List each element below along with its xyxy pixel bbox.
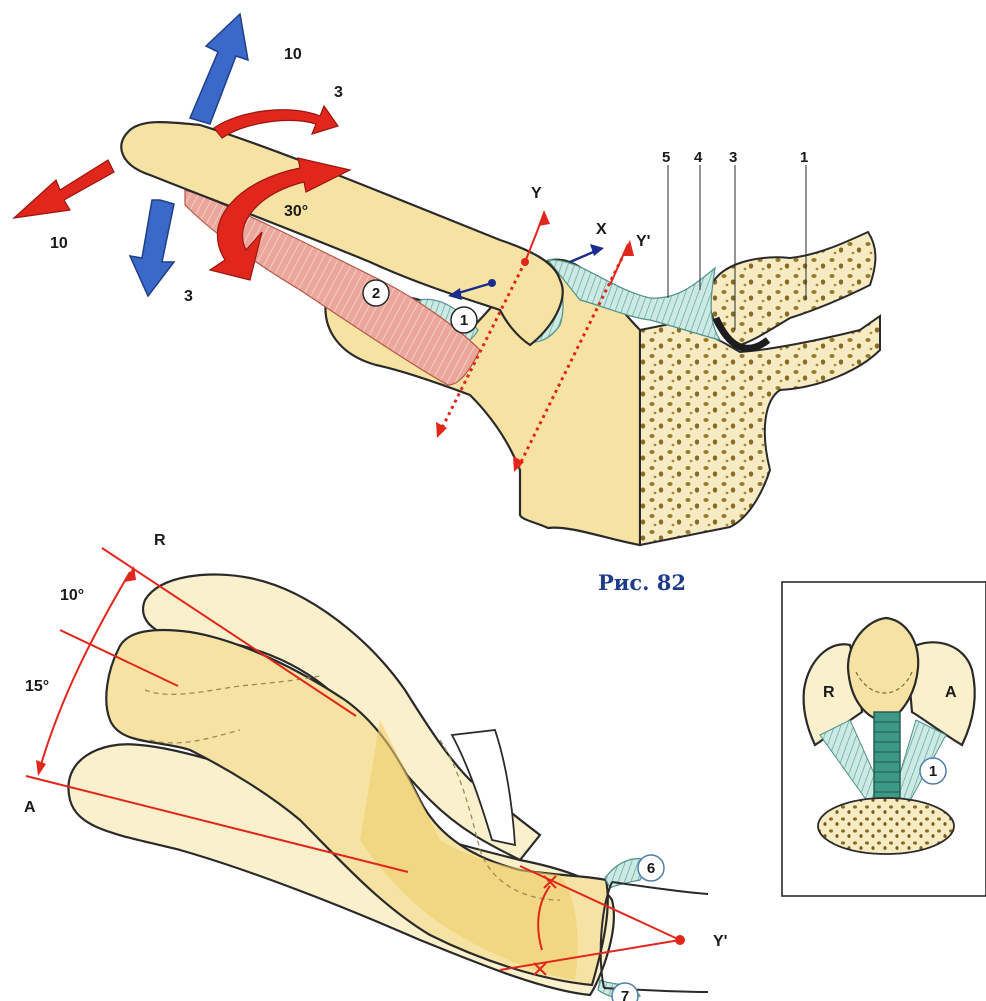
upper-right-bone (709, 232, 875, 345)
distal-shaft (604, 882, 708, 992)
label-axis-a: A (24, 799, 36, 816)
figure-caption: Рис. 82 (598, 570, 686, 595)
leader-label-1: 1 (800, 149, 808, 166)
angle-arc-bottom-head (36, 760, 46, 776)
circled-label-7: 7 (621, 988, 629, 1001)
spongy-bone-section (640, 316, 880, 545)
label-axis-y-prime: Y' (636, 233, 650, 250)
leader-label-4: 4 (694, 149, 703, 166)
top-joint-figure: 10 3 10 3 30° Y X Y' 5 4 3 1 2 1 (14, 14, 880, 545)
leader-label-5: 5 (662, 149, 670, 166)
axis-origin-dot (521, 258, 529, 266)
inset-bottom-bone (818, 798, 954, 854)
blue-arrow-inner-dot (488, 279, 496, 287)
inset-circled-1: 1 (929, 763, 937, 780)
blue-arrow-up (190, 14, 248, 124)
red-arrow-left (14, 160, 114, 218)
inset-label-a: A (945, 684, 957, 701)
blue-arrow-x-head (590, 244, 604, 256)
label-axis-y-prime-bottom: Y' (713, 933, 727, 950)
label-axis-y: Y (531, 185, 542, 202)
inset-central-ligament (874, 712, 900, 802)
inset-panel: R A 1 (782, 582, 986, 896)
label-red-left: 10 (50, 235, 68, 252)
label-angle-15: 15° (25, 678, 49, 695)
label-angle-10: 10° (60, 587, 84, 604)
bottom-joint-figure: R A 10° 15° 6 7 Y' (24, 532, 727, 1001)
label-rotation-angle: 30° (284, 203, 308, 220)
red-arrow-top-curved (214, 106, 338, 138)
blue-arrow-down (130, 200, 174, 296)
label-red-curved: 3 (334, 84, 343, 101)
axis-y-prime-origin (675, 935, 685, 945)
axis-y-prime-arrowhead (622, 240, 634, 256)
label-blue-down: 3 (184, 288, 193, 305)
circled-label-6: 6 (647, 860, 655, 877)
circled-label-1: 1 (460, 312, 468, 329)
leader-label-3: 3 (729, 149, 737, 166)
label-axis-r: R (154, 532, 166, 549)
label-blue-up: 10 (284, 46, 302, 63)
inset-label-r: R (823, 684, 835, 701)
axis-y-arrowhead-bottom (436, 422, 447, 438)
circled-label-2: 2 (372, 285, 380, 302)
label-axis-x: X (596, 221, 607, 238)
axis-y-arrowhead (538, 210, 550, 226)
angle-arc-top-head (124, 566, 136, 582)
